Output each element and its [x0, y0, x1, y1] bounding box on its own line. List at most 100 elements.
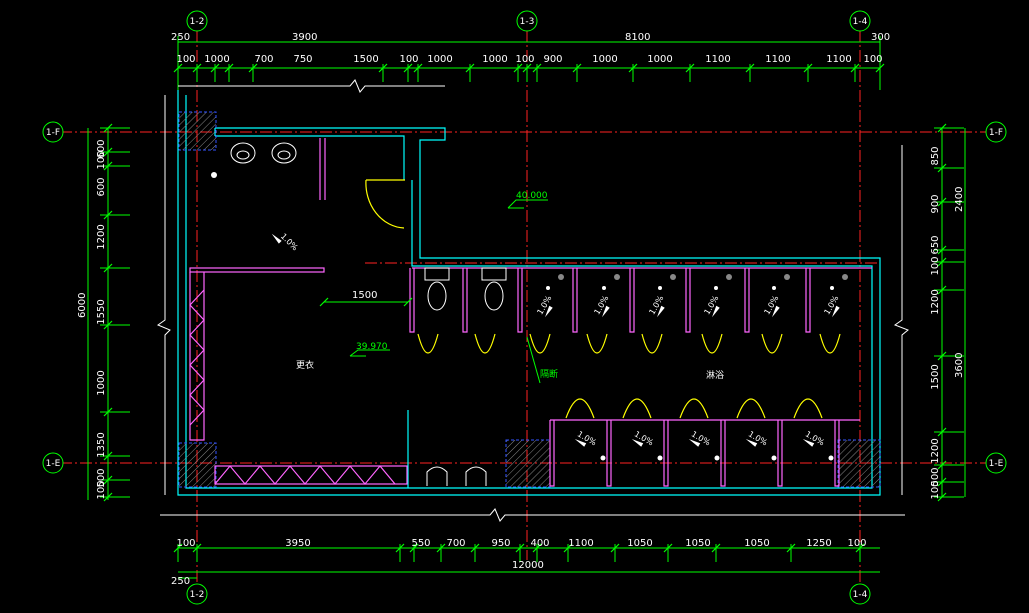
dim-left-detail-8: 100	[96, 480, 107, 499]
slope-stall-upper: 1.0%	[762, 294, 781, 318]
dim-left-detail-1: 100	[96, 150, 107, 169]
axis-bubble-top-2: 1-3	[516, 10, 538, 32]
stall-partition-lower	[834, 420, 840, 487]
dim-right-detail-3: 100	[930, 256, 941, 275]
dim-bottom-detail-9: 1050	[744, 538, 769, 549]
sink-1	[230, 142, 256, 164]
dim-top-detail-5: 100	[399, 54, 418, 65]
stall-partition-upper	[805, 268, 811, 333]
stall-partition-lower	[549, 420, 555, 487]
level-upper-text: 40.000	[516, 191, 548, 201]
axis-bubble-left-2: 1-E	[42, 452, 64, 474]
break-lines	[156, 79, 909, 522]
dim-left-detail-6: 1350	[96, 432, 107, 457]
svg-text:1-4: 1-4	[853, 17, 868, 27]
dim-bottom-detail-8: 1050	[685, 538, 710, 549]
stall-partition-lower	[606, 420, 612, 487]
dim-top-detail-7: 1000	[482, 54, 507, 65]
axis-bubble-top-3: 1-4	[849, 10, 871, 32]
room-label-changing: 更衣	[296, 359, 314, 371]
dim-top-detail-9: 900	[543, 54, 562, 65]
dim-right-detail-8: 100	[930, 480, 941, 499]
svg-text:1.0%: 1.0%	[592, 294, 610, 316]
axis-bubble-bottom-2: 1-4	[849, 583, 871, 605]
dim-left-detail-7: 500	[96, 468, 107, 487]
floor-drain	[714, 286, 718, 290]
stall-partition-lower	[663, 420, 669, 487]
fixtures	[211, 142, 848, 486]
floor-drain	[657, 455, 663, 461]
room-label-shower: 淋浴	[706, 369, 724, 381]
axis-bubble-left-1: 1-F	[42, 121, 64, 143]
stall-partition-upper	[572, 268, 578, 333]
stall-partition-upper	[685, 268, 691, 333]
svg-text:1.0%: 1.0%	[702, 294, 720, 316]
slope-stall-lower: 1.0%	[631, 429, 655, 448]
dim-right-detail-5: 1500	[930, 364, 941, 389]
stall-door-upper	[641, 333, 663, 354]
svg-text:1-2: 1-2	[190, 17, 205, 27]
svg-text:1.0%: 1.0%	[747, 429, 769, 447]
stall-door-upper	[529, 333, 551, 354]
floor-drain	[600, 455, 606, 461]
top-overall-dimensions: 250 3900 8100 300	[171, 32, 890, 43]
stall-door-upper	[761, 333, 783, 354]
dim-right-total-1: 2400	[954, 187, 965, 212]
partition-leader	[526, 336, 541, 384]
svg-text:1-3: 1-3	[520, 17, 535, 27]
level-lower-text: 39.970	[356, 342, 388, 352]
svg-text:1-4: 1-4	[853, 590, 868, 600]
stall-partition-lower	[777, 420, 783, 487]
level-mark-upper: 40.000	[507, 191, 548, 209]
slope-stall-upper: 1.0%	[702, 294, 721, 318]
floor-drain	[828, 455, 834, 461]
slope-stall-lower: 1.0%	[745, 429, 769, 448]
svg-text:1-2: 1-2	[190, 590, 205, 600]
floor-drain	[546, 286, 550, 290]
dim-left-detail-4: 1550	[96, 299, 107, 324]
sink-2	[271, 142, 297, 164]
dim-top-detail-14: 1100	[826, 54, 851, 65]
toilet-1	[424, 267, 450, 311]
svg-text:1.0%: 1.0%	[576, 429, 598, 447]
svg-text:1.0%: 1.0%	[822, 294, 840, 316]
dim-bottom-detail-3: 700	[446, 538, 465, 549]
dim-top-overall-0: 250	[171, 32, 190, 43]
dim-top-detail-1: 1000	[204, 54, 229, 65]
dim-right-detail-6: 1200	[930, 438, 941, 463]
dim-top-detail-0: 100	[176, 54, 195, 65]
floor-drain	[771, 455, 777, 461]
floor-drain	[211, 172, 217, 178]
stall-door-upper	[819, 333, 841, 354]
shower-head	[784, 274, 790, 280]
dim-top-overall-3: 300	[871, 32, 890, 43]
stall-partition-upper	[629, 268, 635, 333]
top-dimension-lines	[173, 36, 885, 90]
svg-text:1-F: 1-F	[46, 128, 60, 138]
dim-bottom-total: 12000	[512, 560, 544, 571]
dim-right-detail-2: 650	[930, 235, 941, 254]
floor-drain	[658, 286, 662, 290]
left-dimension-lines	[87, 123, 130, 502]
dim-bottom-offset: 250	[171, 576, 190, 587]
stall-partition-upper	[517, 268, 523, 333]
right-dimension-lines	[934, 123, 966, 502]
dim-top-detail-12: 1100	[705, 54, 730, 65]
stall-door-upper	[417, 333, 439, 354]
svg-text:1.0%: 1.0%	[804, 429, 826, 447]
dim-top-detail-6: 1000	[427, 54, 452, 65]
stall-door-lower	[565, 398, 595, 419]
stall-door-lower	[793, 398, 823, 419]
dim-right-detail-1: 900	[930, 194, 941, 213]
dim-bottom-detail-5: 400	[530, 538, 549, 549]
slope-stall-upper: 1.0%	[647, 294, 666, 318]
basin-2	[465, 466, 487, 486]
stall-partition-upper	[462, 268, 468, 333]
floor-drain	[602, 286, 606, 290]
slope-stall-lower: 1.0%	[574, 429, 598, 448]
dim-bottom-detail-0: 100	[176, 538, 195, 549]
